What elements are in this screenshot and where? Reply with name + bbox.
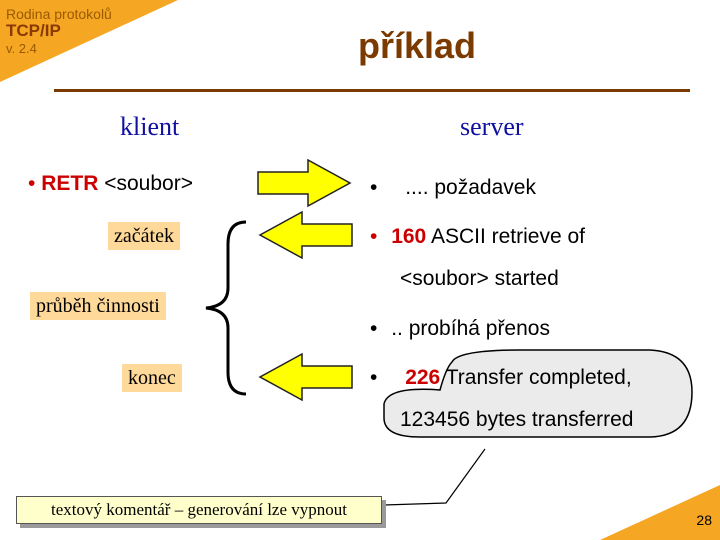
curly-brace-icon [205,220,247,396]
server-item-started: • 160 ASCII retrieve of [370,224,585,250]
right-arrow-icon [257,158,352,208]
slide-title: příklad [358,25,477,66]
server-item-text: .... požadavek [405,176,536,199]
title-divider [54,89,690,92]
server-item-text: Transfer completed, [445,366,632,389]
server-item-bullet: • [370,225,378,248]
left-arrow-icon [258,352,353,402]
server-item-started-continuation: <soubor> started [400,267,559,290]
page-number: 28 [696,512,712,528]
server-item-completed: • 226 Transfer completed, [370,365,632,391]
client-command-bullet: • [28,172,36,195]
course-title: TCP/IP [6,21,61,40]
server-item-bullet: • [370,176,378,199]
stage-end-box: konec [122,364,182,392]
client-command: • RETR <soubor> [28,171,193,197]
server-item-request: • .... požadavek [370,175,536,201]
server-item-transfer: • .. probíhá přenos [370,316,550,342]
server-item-bullet: • [370,366,378,389]
server-heading: server [460,112,524,141]
version-label: v. 2.4 [6,41,37,56]
corner-decoration-top-left [0,0,178,82]
reply-code: 226 [405,366,441,389]
command-argument: <soubor> [104,172,193,195]
server-item-text: ASCII retrieve of [430,225,585,248]
stage-start-box: začátek [108,222,180,250]
series-title: Rodina protokolů [6,6,112,22]
stage-progress-box: průběh činnosti [30,292,166,320]
corner-decoration-bottom-right [600,485,720,540]
command-keyword: RETR [41,172,99,195]
left-arrow-icon [258,210,353,260]
client-heading: klient [120,112,180,141]
comment-box: textový komentář – generování lze vypnou… [16,496,382,524]
reply-code: 160 [391,225,427,248]
server-item-bullet: • [370,317,378,340]
server-item-completed-continuation: 123456 bytes transferred [400,408,634,431]
server-item-text: .. probíhá přenos [391,317,550,340]
